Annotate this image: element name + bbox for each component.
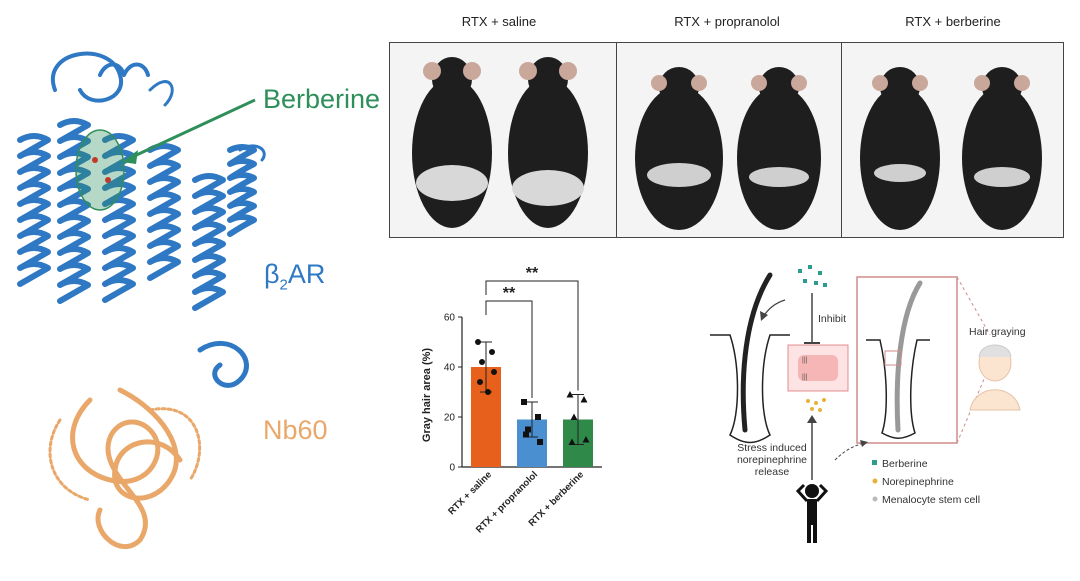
legend-swatch-norepinephrine bbox=[872, 478, 878, 484]
chart-bars bbox=[471, 341, 593, 467]
legend-berberine: Berberine bbox=[882, 458, 928, 470]
data-point bbox=[477, 379, 483, 385]
data-point bbox=[568, 438, 576, 445]
panel-label-berberine: RTX + berberine bbox=[905, 14, 1001, 29]
mouse-photo-propranolol bbox=[635, 67, 821, 230]
receptor-label-tail: AR bbox=[287, 259, 326, 289]
data-point bbox=[566, 391, 574, 398]
inhibit-label: Inhibit bbox=[818, 313, 846, 325]
photo-panel-berberine bbox=[841, 42, 1064, 238]
data-point bbox=[570, 413, 578, 420]
data-point bbox=[537, 439, 543, 445]
legend-stem-cell: Menalocyte stem cell bbox=[882, 494, 980, 506]
x-tick-label: RTX + saline bbox=[446, 469, 494, 517]
y-tick-label: 20 bbox=[444, 413, 456, 424]
receptor-label-main: β bbox=[264, 259, 280, 289]
significance-label: ** bbox=[526, 265, 539, 282]
y-tick-label: 0 bbox=[449, 463, 455, 474]
gray-hair-person-icon bbox=[969, 344, 1021, 411]
significance-bracket bbox=[485, 280, 579, 391]
legend-swatch-stem-cell bbox=[872, 496, 878, 502]
mechanism-schematic: Inhibit ||| ||| Stress induced norepinep… bbox=[710, 265, 1026, 543]
chart-points bbox=[475, 339, 590, 445]
stress-label-line3: release bbox=[755, 466, 790, 478]
data-point bbox=[525, 426, 531, 433]
ligand-label: Berberine bbox=[263, 84, 381, 114]
receptor-label-sub: 2 bbox=[279, 276, 288, 294]
receptor-label: β2AR bbox=[264, 259, 325, 293]
panel-label-propranolol: RTX + propranolol bbox=[674, 14, 780, 29]
protein-structure-illustration bbox=[17, 51, 266, 549]
photo-panel-propranolol bbox=[616, 42, 842, 238]
hair-graying-label: Hair graying bbox=[969, 326, 1026, 338]
legend-swatch-berberine bbox=[872, 460, 877, 465]
y-axis-label: Gray hair area (%) bbox=[421, 348, 433, 442]
chart-significance: ** ** bbox=[485, 265, 579, 398]
photo-panel-saline bbox=[389, 42, 617, 238]
mouse-photo-berberine bbox=[860, 67, 1042, 230]
data-point bbox=[523, 431, 529, 438]
data-point bbox=[491, 369, 497, 375]
data-point bbox=[479, 359, 485, 365]
berberine-dots bbox=[798, 265, 827, 287]
norepinephrine-dots bbox=[806, 398, 826, 412]
mouse-photo-saline bbox=[412, 57, 588, 228]
significance-bracket bbox=[485, 300, 533, 398]
significance-label: ** bbox=[503, 285, 516, 302]
data-point bbox=[582, 436, 590, 443]
y-tick-label: 40 bbox=[444, 363, 456, 374]
schematic-legend: Berberine Norepinephrine Menalocyte stem… bbox=[872, 458, 980, 506]
data-point bbox=[489, 349, 495, 355]
svg-text:|||: ||| bbox=[802, 374, 808, 381]
data-point bbox=[475, 339, 481, 345]
stress-label-line2: norepinephrine bbox=[737, 454, 807, 466]
data-point bbox=[521, 399, 527, 405]
stressed-person-icon bbox=[795, 483, 829, 543]
data-point bbox=[580, 396, 588, 403]
y-tick-label: 60 bbox=[444, 313, 456, 324]
data-point bbox=[485, 389, 491, 395]
legend-norepinephrine: Norepinephrine bbox=[882, 476, 954, 488]
nanobody-label: Nb60 bbox=[263, 415, 328, 445]
svg-text:|||: ||| bbox=[802, 357, 808, 364]
stress-label-line1: Stress induced bbox=[737, 442, 807, 454]
panel-label-saline: RTX + saline bbox=[461, 14, 537, 29]
data-point bbox=[535, 414, 541, 420]
